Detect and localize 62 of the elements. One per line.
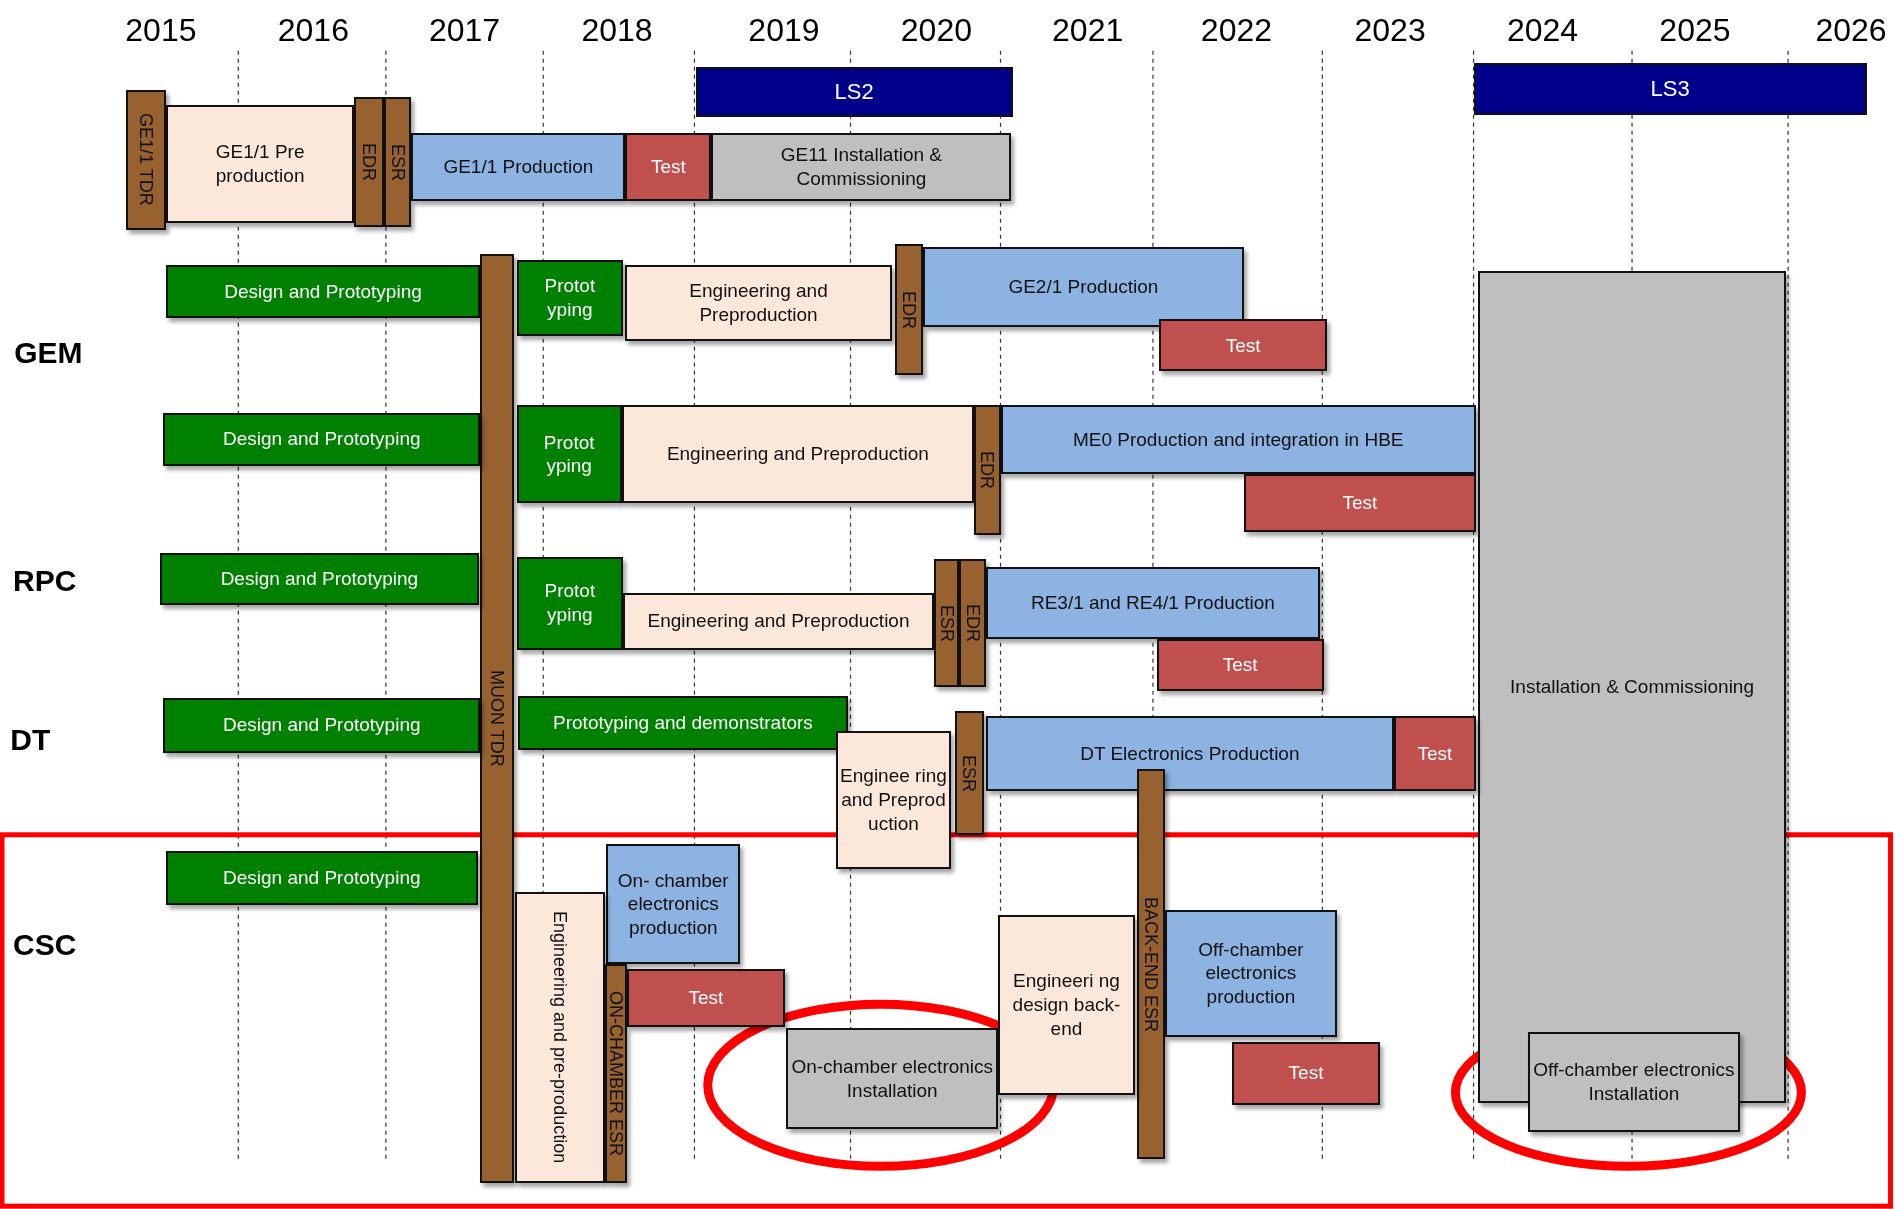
year-label: 2022 [1200,11,1273,49]
preproduction-bar: Engineeri ng design back-end [998,914,1135,1095]
row-label: CSC [13,927,77,962]
year-label: 2015 [125,11,197,49]
milestone-bar: GE1/1 TDR [125,89,166,230]
production-bar: GE1/1 Production [411,133,626,201]
test-bar: Test [1231,1041,1381,1105]
year-label: 2025 [1659,11,1731,49]
test-bar: Test [626,969,786,1028]
installation-bar: GE11 Installation & Commissioning [711,133,1012,201]
design-bar: Design and Prototyping [165,264,481,319]
shutdown-bar: LS3 [1473,62,1867,115]
test-bar: Test [1243,474,1476,533]
preproduction-bar: Enginee ring and Preprod uction [836,730,951,869]
milestone-bar: EDR [895,244,924,376]
milestone-bar: MUON TDR [480,254,515,1184]
preproduction-bar: Engineering and Preproduction [625,264,892,342]
preproduction-bar: Engineering and pre-production [515,891,605,1184]
design-bar: Design and Prototyping [163,412,481,466]
production-bar: Off-chamber electronics production [1165,909,1337,1037]
design-bar: Design and Prototyping [163,698,481,753]
preproduction-bar: Engineering and Preproduction [621,405,974,504]
year-label: 2020 [900,11,972,49]
year-label: 2018 [581,11,653,49]
milestone-bar: EDR [959,558,986,688]
milestone-bar: EDR [973,405,1001,535]
year-label: 2023 [1354,11,1426,49]
row-label: RPC [13,563,77,598]
milestone-bar: BACK-END ESR [1137,769,1166,1159]
test-bar: Test [625,133,712,201]
installation-bar: Off-chamber electronics Installation [1528,1031,1740,1133]
year-label: 2016 [277,11,349,49]
year-label: 2017 [428,11,501,49]
test-bar: Test [1393,716,1476,792]
production-bar: ME0 Production and integration in HBE [1000,405,1476,475]
design-bar: Prototyping and demonstrators [517,695,849,751]
milestone-bar: EDR [354,96,384,228]
design-bar: Protot yping [516,260,624,337]
year-label: 2024 [1506,11,1579,49]
design-bar: Protot yping [516,405,622,504]
design-bar: Design and Prototyping [159,552,480,605]
design-bar: Protot yping [516,556,624,650]
year-label: 2026 [1815,11,1887,49]
milestone-bar: ON-CHAMBER ESR [604,964,627,1184]
installation-bar: On-chamber electronics Installation [786,1028,999,1129]
production-bar: RE3/1 and RE4/1 Production [986,567,1320,639]
production-bar: GE2/1 Production [923,246,1244,327]
test-bar: Test [1159,319,1328,372]
row-label: DT [10,723,51,758]
preproduction-bar: Engineering and Preproduction [623,592,934,650]
milestone-bar: ESR [383,96,412,228]
preproduction-bar: GE1/1 Pre production [165,105,355,223]
milestone-bar: ESR [954,711,984,835]
year-label: 2021 [1052,11,1124,49]
shutdown-bar: LS2 [695,66,1013,118]
production-bar: DT Electronics Production [986,716,1394,792]
year-label: 2019 [748,11,820,49]
milestone-bar: ESR [933,558,960,688]
design-bar: Design and Prototyping [165,850,478,905]
test-bar: Test [1156,638,1324,691]
row-label: GEM [14,336,83,371]
production-bar: On- chamber electronics production [606,844,741,965]
